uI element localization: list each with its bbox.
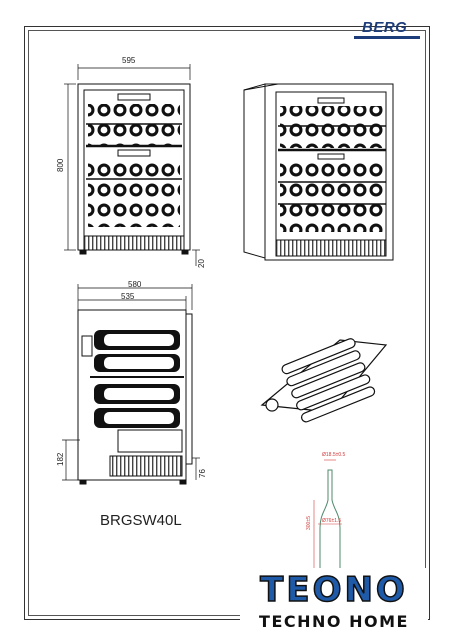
dim-width-595: 595 [122,56,136,65]
dim-height-800: 800 [56,158,65,172]
outer-border [24,26,430,620]
model-number: BRGSW40L [100,512,182,529]
perspective-view [243,83,394,261]
brand-name: BERG [362,19,408,36]
dim-depth-580: 580 [128,280,142,289]
inner-border [28,30,426,616]
bottle-body-dim: Ø76±1.5 [322,518,342,524]
front-view [64,64,200,266]
shelf-detail [260,338,388,423]
brand-underline [354,36,420,39]
side-view [62,284,200,485]
logo-wordmark: TEONO [259,569,408,611]
logo-tagline: TECHNO HOME [259,612,409,631]
teono-logo: TEONO TECHNO HOME [240,568,428,638]
dim-foot-76: 76 [198,469,207,478]
bottle-neck-dim: Ø18.5±0.5 [322,452,346,458]
dim-depth-535: 535 [121,292,135,301]
dim-base-182: 182 [56,452,65,466]
bottle-height-dim: 300±5 [306,516,312,530]
dim-door-gap-20: 20 [197,259,206,268]
